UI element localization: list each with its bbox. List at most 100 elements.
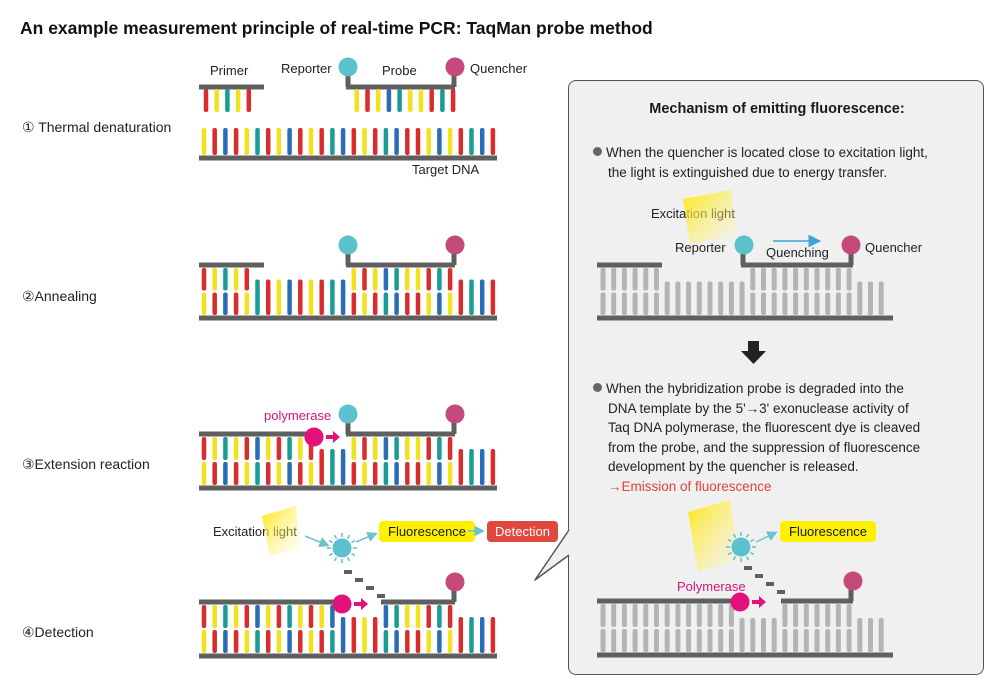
- base-pair: [803, 268, 809, 291]
- base-pair: [793, 604, 799, 627]
- base-pair: [675, 629, 681, 652]
- base-pair: [621, 268, 627, 291]
- base-pair: [479, 279, 485, 315]
- ray: [750, 538, 755, 543]
- base-pair: [372, 128, 378, 155]
- panel-primer-backbone: [597, 598, 738, 604]
- base-pair: [458, 128, 464, 155]
- panel-fluorescence-box: Fluorescence: [780, 521, 877, 542]
- base-pair: [233, 605, 239, 628]
- base-pair: [771, 618, 777, 652]
- quenching-label: Quenching: [766, 245, 829, 260]
- base-pair: [201, 292, 207, 315]
- reporter-icon: [338, 404, 358, 424]
- ray: [727, 538, 732, 543]
- ray: [732, 556, 737, 561]
- diagram-details: [597, 190, 893, 658]
- panel-excitation-glow: [683, 190, 737, 244]
- base-pair: [201, 462, 207, 485]
- base-pair: [365, 89, 370, 112]
- base-pair: [298, 462, 303, 485]
- base-pair: [632, 604, 638, 627]
- base-pair: [351, 462, 357, 485]
- base-pair: [437, 292, 442, 315]
- primer-backbone: [199, 431, 308, 437]
- quencher-icon: [445, 57, 465, 77]
- base-pair: [490, 128, 496, 155]
- base-pair: [600, 604, 606, 627]
- base-pair: [362, 128, 367, 155]
- probe-fragment: [366, 586, 374, 590]
- base-pair: [319, 630, 324, 653]
- base-pair: [814, 629, 820, 652]
- bullet-quenching: When the quencher is located close to ex…: [593, 143, 983, 182]
- base-pair: [761, 618, 766, 652]
- base-pair: [340, 279, 346, 315]
- base-pair: [878, 281, 884, 315]
- base-pair: [415, 268, 421, 291]
- base-pair: [675, 604, 681, 627]
- base-pair: [201, 268, 207, 291]
- step1-graphic: [199, 57, 497, 161]
- base-pair: [728, 629, 734, 652]
- base-pair: [340, 128, 346, 155]
- base-pair: [793, 268, 799, 291]
- probe-stem: [345, 418, 351, 434]
- panel-target-backbone: [597, 315, 893, 321]
- base-pair: [319, 449, 324, 485]
- bullet-dot: [593, 147, 602, 156]
- base-pair: [825, 268, 831, 291]
- base-pair: [330, 279, 335, 315]
- base-pair: [728, 604, 734, 627]
- target-backbone: [199, 155, 497, 161]
- polymerase-arrow-icon: [752, 596, 766, 608]
- base-pair: [287, 128, 292, 155]
- base-pair: [287, 605, 292, 628]
- base-pair: [846, 292, 852, 315]
- probe-stem: [451, 418, 457, 434]
- base-pair: [223, 630, 228, 653]
- base-pair: [490, 279, 496, 315]
- base-pair: [447, 437, 453, 460]
- base-pair: [643, 629, 649, 652]
- base-pair: [405, 437, 410, 460]
- base-pair: [223, 605, 228, 628]
- base-pair: [696, 629, 702, 652]
- base-pair: [707, 604, 713, 627]
- base-pair: [255, 605, 260, 628]
- polymerase-icon: [304, 427, 324, 447]
- base-pair: [426, 292, 431, 315]
- base-pair: [255, 462, 260, 485]
- base-pair: [458, 279, 464, 315]
- base-pair: [383, 268, 389, 291]
- probe-stem: [451, 72, 457, 87]
- excitation-arrow: [304, 535, 330, 548]
- base-pair: [362, 292, 367, 315]
- probe-fragment: [777, 590, 785, 594]
- base-pair: [686, 604, 692, 627]
- base-pair: [611, 268, 617, 291]
- reporter-icon: [338, 57, 358, 77]
- quencher-icon: [445, 235, 465, 255]
- base-pair: [437, 128, 442, 155]
- base-pair: [696, 604, 702, 627]
- base-pair: [415, 630, 421, 653]
- quencher-label: Quencher: [470, 61, 528, 76]
- base-pair: [308, 462, 314, 485]
- bullet2-line5: development by the quencher is released.: [608, 459, 859, 474]
- base-pair: [771, 268, 777, 291]
- ray: [745, 533, 750, 538]
- ray: [333, 557, 338, 562]
- base-pair: [212, 128, 217, 155]
- base-pair: [265, 279, 271, 315]
- base-pair: [233, 630, 239, 653]
- base-pair: [372, 437, 378, 460]
- polymerase-label: polymerase: [264, 408, 332, 423]
- base-pair: [405, 292, 410, 315]
- ray: [351, 539, 356, 544]
- emission-arrow: [355, 532, 378, 543]
- base-pair: [632, 292, 638, 315]
- base-pair: [372, 292, 378, 315]
- base-pair: [351, 128, 357, 155]
- base-pair: [287, 630, 292, 653]
